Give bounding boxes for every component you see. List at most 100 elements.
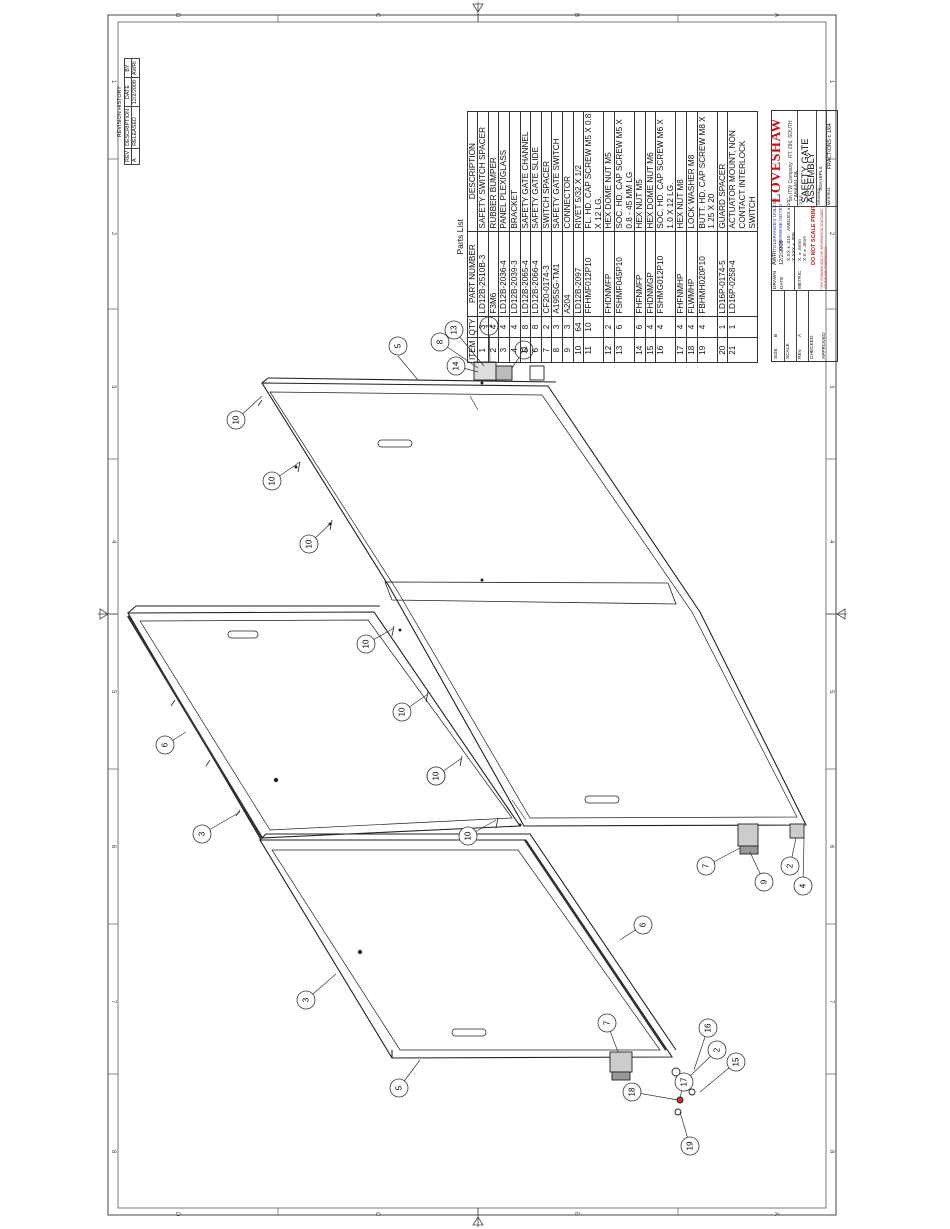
material-label: MATERIAL bbox=[827, 187, 831, 205]
description-line: CONTACT INTERLOCK bbox=[738, 140, 748, 229]
date-label: DATE bbox=[780, 276, 785, 289]
parts-cell-description: PANEL PLEXIGLASS bbox=[498, 111, 510, 232]
description-line: SAFETY GATE SWITCH bbox=[552, 138, 562, 229]
balloon-item-15: 15 bbox=[726, 1052, 746, 1072]
parts-header-item: ITEM bbox=[467, 337, 478, 363]
svg-text:D: D bbox=[174, 13, 180, 18]
parts-cell-qty: 3 bbox=[477, 316, 489, 338]
balloon-item-13: 13 bbox=[444, 320, 464, 340]
parts-cell-description: BRACKET bbox=[509, 111, 521, 232]
rev-label: REV bbox=[798, 349, 803, 359]
svg-text:10: 10 bbox=[398, 707, 407, 716]
balloon-item-4: 4 bbox=[793, 876, 813, 896]
zone-number: 6 bbox=[828, 845, 834, 849]
svg-text:10: 10 bbox=[464, 831, 473, 840]
parts-cell-pn: LD12B-2066-4 bbox=[530, 231, 542, 317]
parts-cell-qty: 2 bbox=[541, 316, 552, 338]
parts-cell-qty: 4 bbox=[655, 316, 676, 338]
svg-text:A: A bbox=[773, 13, 779, 17]
center-rail-right bbox=[384, 581, 677, 605]
zone-number: 1 bbox=[828, 80, 834, 84]
description-line: RUBBER BUMPER bbox=[488, 157, 498, 229]
description-line: SAFETY SWITCH SPACER bbox=[478, 126, 488, 229]
parts-cell-qty: 4 bbox=[488, 316, 499, 338]
parts-cell-item: 15 bbox=[645, 337, 656, 363]
parts-cell-description: RUBBER BUMPER bbox=[488, 111, 499, 232]
description-line: HEX DOME NUT M5 bbox=[604, 152, 614, 229]
description-line: BUTT. HD. CAP SCREW M8 X bbox=[697, 116, 707, 229]
svg-text:D: D bbox=[174, 1212, 180, 1217]
description-line: HEX NUT M5 bbox=[635, 179, 645, 229]
parts-cell-qty: 1 bbox=[717, 316, 728, 338]
svg-text:14: 14 bbox=[452, 361, 461, 370]
description-line: HEX NUT M8 bbox=[676, 179, 686, 229]
parts-cell-qty: 2 bbox=[603, 316, 615, 338]
parts-cell-qty: 4 bbox=[645, 316, 656, 338]
balloon-item-10: 10 bbox=[356, 634, 376, 654]
description-line: RIVET 5/32 X 1/2 bbox=[573, 165, 583, 229]
parts-cell-qty: 6 bbox=[614, 316, 635, 338]
balloon-item-10: 10 bbox=[426, 766, 446, 786]
zone-labels: D C B A D C B A bbox=[174, 13, 779, 1217]
do-not-scale-note: DO NOT SCALE PRINT bbox=[811, 205, 817, 265]
description-line: 1.25 X 20 bbox=[707, 193, 717, 229]
zone-number: 8 bbox=[110, 1150, 116, 1154]
svg-text:B: B bbox=[573, 13, 579, 17]
parts-cell-qty: 10 bbox=[583, 316, 604, 338]
balloon-item-7: 7 bbox=[597, 1013, 617, 1033]
parts-cell-description: HEX DOME NUT M5 bbox=[603, 111, 615, 232]
balloon-item-3: 3 bbox=[192, 824, 212, 844]
svg-text:10: 10 bbox=[305, 539, 314, 548]
parts-cell-pn: FLWMHP bbox=[686, 231, 698, 317]
parts-cell-description: SAFETY GATE CHANNEL bbox=[520, 111, 531, 232]
revision-header-by: BY bbox=[124, 58, 132, 78]
svg-text:6: 6 bbox=[639, 922, 648, 927]
parts-cell-pn: LD16P-0258-4 bbox=[727, 231, 758, 317]
company-tag: an ITW Company RT. 296, SOUTH CANAAN, PA bbox=[788, 111, 800, 202]
svg-text:5: 5 bbox=[394, 343, 403, 348]
drawn-by: AWRI bbox=[772, 250, 778, 265]
parts-cell-item: 13 bbox=[614, 337, 635, 363]
zone-number: 1 bbox=[110, 80, 116, 84]
checked-label: CHECKED bbox=[810, 335, 815, 359]
description-line: X 12 LG. bbox=[593, 196, 603, 229]
parts-cell-pn: LD12B-2510B-3 bbox=[477, 231, 489, 317]
balloon-item-9: 9 bbox=[754, 872, 774, 892]
balloon-item-10: 10 bbox=[392, 702, 412, 722]
balloon-item-10: 10 bbox=[226, 410, 246, 430]
description-line: PANEL PLEXIGLASS bbox=[499, 149, 509, 229]
parts-cell-pn: FHDNMGP bbox=[645, 231, 656, 317]
metric-tol-2: X.X ± .3mm bbox=[803, 235, 808, 261]
switch-hardware-bottom bbox=[737, 823, 805, 855]
revision-history-title: REVISION HISTORY bbox=[117, 86, 123, 138]
parts-cell-qty: 3 bbox=[562, 316, 574, 338]
balloon-item-6: 6 bbox=[155, 735, 175, 755]
parts-cell-pn: FHFNMFP bbox=[634, 231, 646, 317]
revision-cell: RELEASED bbox=[131, 106, 139, 149]
parts-cell-item: 17 bbox=[675, 337, 687, 363]
balloon-item-2: 2 bbox=[780, 856, 800, 876]
description-line: HEX DOME NUT M6 bbox=[645, 152, 655, 229]
balloon-item-11: 11 bbox=[514, 340, 534, 360]
parts-header-part-number: PART NUMBER bbox=[467, 231, 478, 317]
drawing-number: SGA16PLS bbox=[819, 166, 824, 191]
zone-number: 3 bbox=[110, 385, 116, 389]
parts-cell-pn: A204 bbox=[562, 231, 574, 317]
description-line: SWITCH SPACER bbox=[541, 160, 551, 229]
svg-text:18: 18 bbox=[628, 1087, 637, 1096]
